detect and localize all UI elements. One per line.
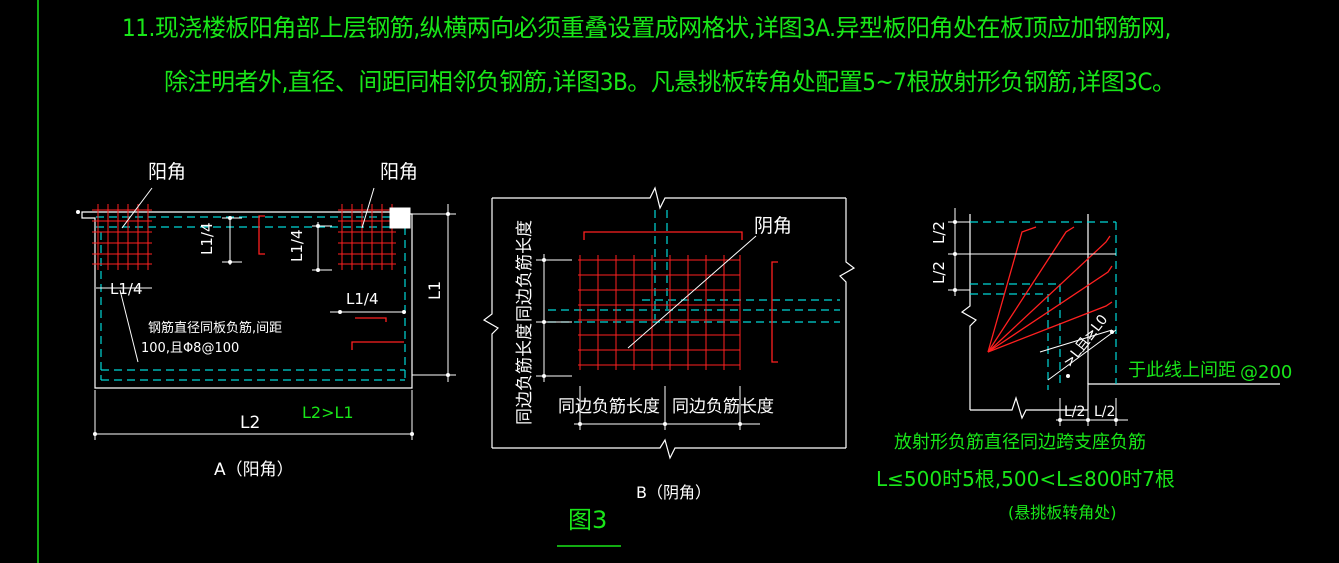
- dimension-ticks-a: [76, 210, 450, 436]
- note-line-2: 除注明者外,直径、间距同相邻负钢筋,详图3B。凡悬挑板转角处配置5~7根放射形负…: [164, 68, 1176, 96]
- note-c-2: L≤500时5根,500<L≤800时7根: [876, 467, 1175, 491]
- len-b-bottom: 同边负筋长度: [515, 323, 535, 425]
- rebar-mesh-a-right: [338, 204, 396, 270]
- leader-corner-b: [627, 235, 757, 349]
- label-corner-b: 阴角: [754, 215, 792, 237]
- negative-rebars-a: [258, 215, 404, 350]
- caption-a: A（阳角）: [214, 460, 294, 480]
- dim-c-bottom-2: L/2: [1094, 404, 1115, 420]
- label-corner-a-left: 阳角: [148, 161, 186, 183]
- rebar-mesh-a-left: [92, 204, 152, 270]
- dim-a-quarter-2: L1/4: [288, 230, 306, 263]
- hidden-lines-b: [548, 210, 840, 323]
- slab-c-outline: [960, 214, 1280, 420]
- detail-c: L/2 L/2 >L且≥L0 L/2 L/2 于此线上间距 @200 放射形负筋…: [876, 208, 1292, 522]
- note-c-1: 放射形负筋直径同边跨支座负筋: [894, 432, 1146, 453]
- dim-c-bottom-1: L/2: [1064, 404, 1085, 420]
- negative-rebars-b: [583, 231, 778, 363]
- dim-a-l2: L2: [240, 413, 260, 433]
- note-line-1: 11.现浇楼板阳角部上层钢筋,纵横两向必须重叠设置成网格状,详图3A.异型板阳角…: [122, 14, 1171, 42]
- spacing-note-c: 于此线上间距: [1128, 360, 1236, 381]
- slab-b-outline: [482, 186, 856, 460]
- radiating-rebars-c: [987, 226, 1113, 353]
- dim-a-condition: L2>L1: [302, 403, 354, 422]
- len-b-right: 同边负筋长度: [672, 397, 774, 417]
- dim-c-top-1: L/2: [930, 221, 948, 244]
- label-corner-a-right: 阳角: [380, 161, 418, 183]
- dimension-ticks-c: [953, 220, 1118, 422]
- dim-c-top-2: L/2: [930, 261, 948, 284]
- hidden-lines-c: [970, 221, 1117, 390]
- hidden-lines-a: [96, 216, 406, 381]
- caption-b: B（阴角）: [636, 483, 711, 502]
- leader-corner-a-right: [361, 187, 375, 229]
- figure-label: 图3: [568, 506, 607, 534]
- rebar-mesh-b: [578, 255, 741, 370]
- detail-a: 阳角 阳角 L1/4 L1/4 L1/4 L1/4 L1 L2 L2>L1 钢筋…: [76, 161, 456, 480]
- leader-corner-a-left: [121, 187, 153, 229]
- column-a: [389, 207, 411, 229]
- detail-b: 阴角 同边负筋长度 同边负筋长度 同边负筋长度 同边负筋长度 B（阴角）: [482, 186, 856, 502]
- rebar-note-a-2: 100,且Φ8@100: [141, 341, 239, 356]
- spacing-value-c: @200: [1240, 362, 1292, 383]
- dim-a-quarter-3: L1/4: [110, 280, 143, 298]
- dim-a-quarter-1: L1/4: [198, 223, 216, 256]
- rebar-note-a-1: 钢筋直径同板负筋,间距: [148, 320, 282, 336]
- len-b-top: 同边负筋长度: [515, 220, 535, 322]
- dimension-ticks-b: [542, 258, 742, 426]
- dim-a-l1: L1: [425, 281, 444, 300]
- dim-a-quarter-4: L1/4: [346, 290, 379, 308]
- note-c-3: (悬挑板转角处): [1008, 503, 1117, 522]
- len-b-left: 同边负筋长度: [558, 397, 660, 417]
